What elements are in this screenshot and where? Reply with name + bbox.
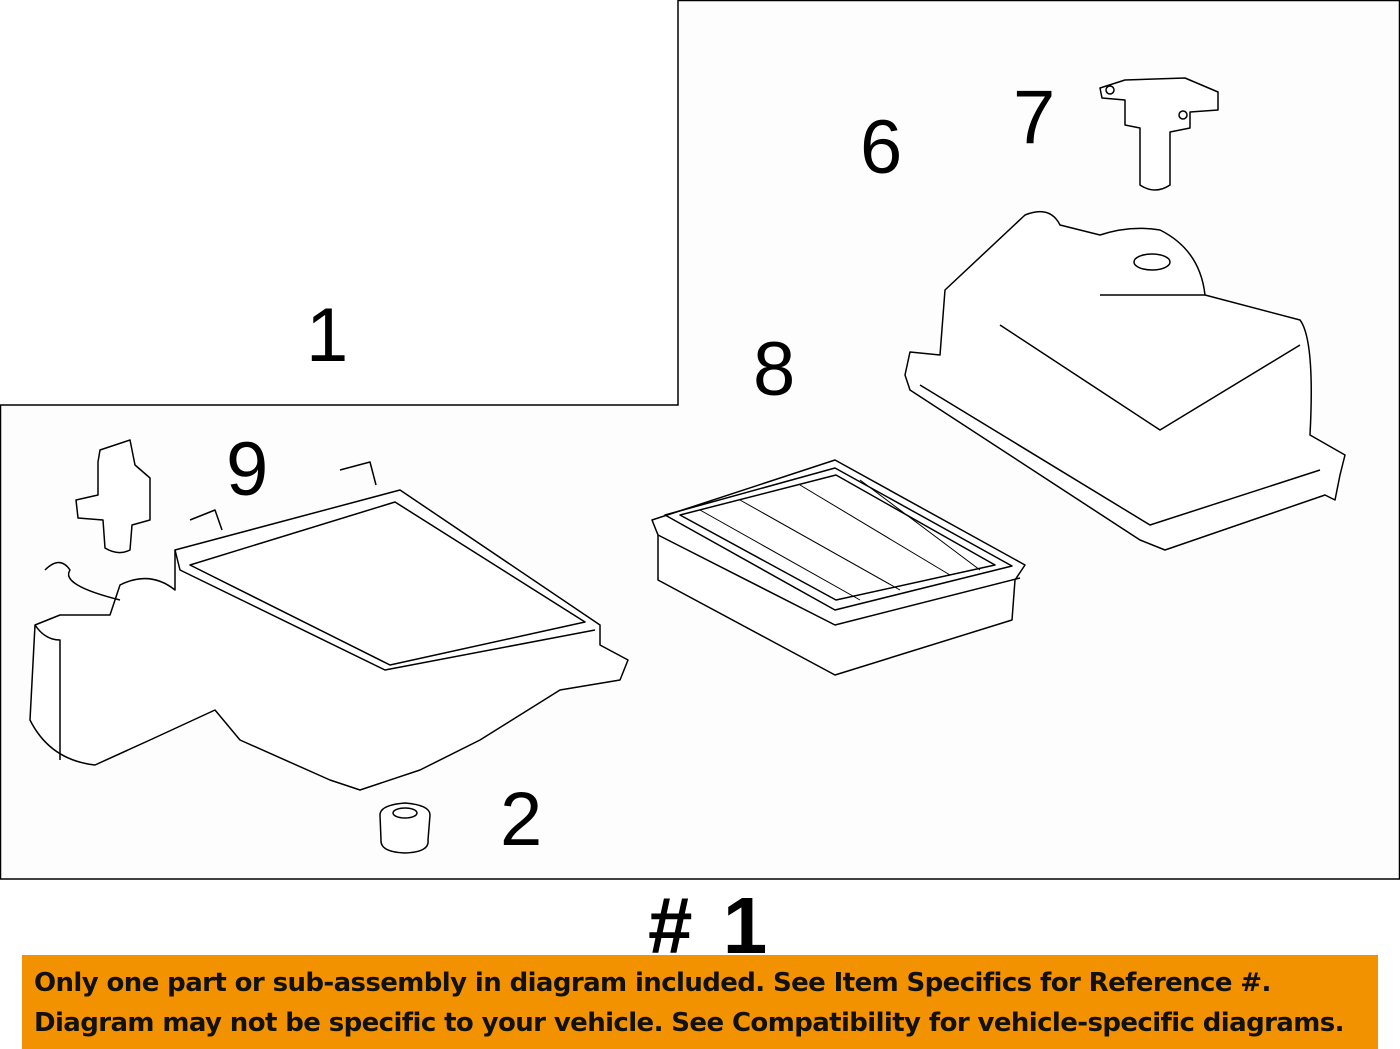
callout-6: 6 bbox=[860, 105, 903, 190]
callout-9: 9 bbox=[226, 427, 269, 512]
grommet-part-2 bbox=[379, 802, 431, 854]
air-cleaner-cover-part-6 bbox=[904, 210, 1346, 551]
parts-diagram bbox=[0, 0, 1400, 880]
callout-1: 1 bbox=[306, 293, 349, 378]
disclaimer-line-2: Diagram may not be specific to your vehi… bbox=[34, 1008, 1344, 1038]
air-flow-sensor-part-7 bbox=[1099, 77, 1219, 191]
disclaimer-banner: Only one part or sub-assembly in diagram… bbox=[22, 955, 1378, 1049]
disclaimer-line-1: Only one part or sub-assembly in diagram… bbox=[34, 968, 1271, 998]
air-cleaner-case bbox=[29, 461, 629, 791]
callout-8: 8 bbox=[753, 327, 796, 412]
callout-2: 2 bbox=[500, 777, 543, 862]
sensor-part-9 bbox=[75, 439, 151, 554]
air-filter-part-8 bbox=[651, 459, 1026, 676]
callout-7: 7 bbox=[1013, 75, 1056, 160]
